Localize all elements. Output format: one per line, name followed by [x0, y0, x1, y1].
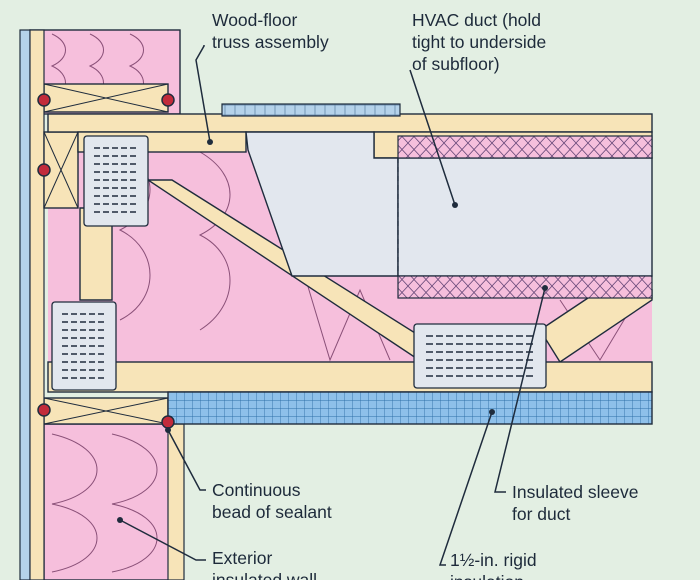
- lower-exterior-wall: [43, 397, 185, 580]
- label-rigid: 1½-in. rigid insulation: [450, 550, 537, 580]
- label-sealant-line-2: bead of sealant: [212, 502, 332, 522]
- label-sealant-line-1: Continuous: [212, 480, 301, 500]
- hvac-duct: [245, 131, 653, 277]
- gusset-plate-icon: [83, 135, 149, 227]
- label-sealant: Continuous bead of sealant: [212, 480, 332, 522]
- duct-register: [221, 103, 401, 117]
- leader-dots: [117, 139, 548, 523]
- upper-exterior-wall: [29, 29, 181, 115]
- truss-bottom-chord: [47, 361, 653, 393]
- label-duct-line-1: HVAC duct (hold: [412, 10, 541, 30]
- label-duct-line-3: of subfloor): [412, 54, 500, 74]
- label-truss: Wood-floor truss assembly: [212, 10, 329, 52]
- sealant-bead-icon: [37, 93, 175, 429]
- label-rigid-line-1: 1½-in. rigid: [450, 550, 537, 570]
- label-duct: HVAC duct (hold tight to underside of su…: [412, 10, 546, 74]
- subfloor: [47, 113, 653, 133]
- insulated-sleeve: [397, 135, 653, 299]
- label-rigid-line-2: insulation: [450, 572, 524, 580]
- label-sleeve: Insulated sleeve for duct: [512, 482, 638, 524]
- label-truss-line-1: Wood-floor: [212, 10, 297, 30]
- leader-lines: [119, 45, 546, 566]
- label-duct-line-2: tight to underside: [412, 32, 546, 52]
- gusset-plate-icon: [413, 323, 547, 389]
- label-wall-line-1: Exterior: [212, 548, 272, 568]
- gusset-plate-icon: [51, 301, 117, 391]
- label-sleeve-line-2: for duct: [512, 504, 570, 524]
- label-wall-line-2: insulated wall: [212, 570, 317, 580]
- label-wall: Exterior insulated wall: [212, 548, 317, 580]
- label-truss-line-2: truss assembly: [212, 32, 329, 52]
- exterior-sheathing: [19, 29, 45, 580]
- rigid-insulation: [167, 391, 653, 425]
- label-sleeve-line-1: Insulated sleeve: [512, 482, 638, 502]
